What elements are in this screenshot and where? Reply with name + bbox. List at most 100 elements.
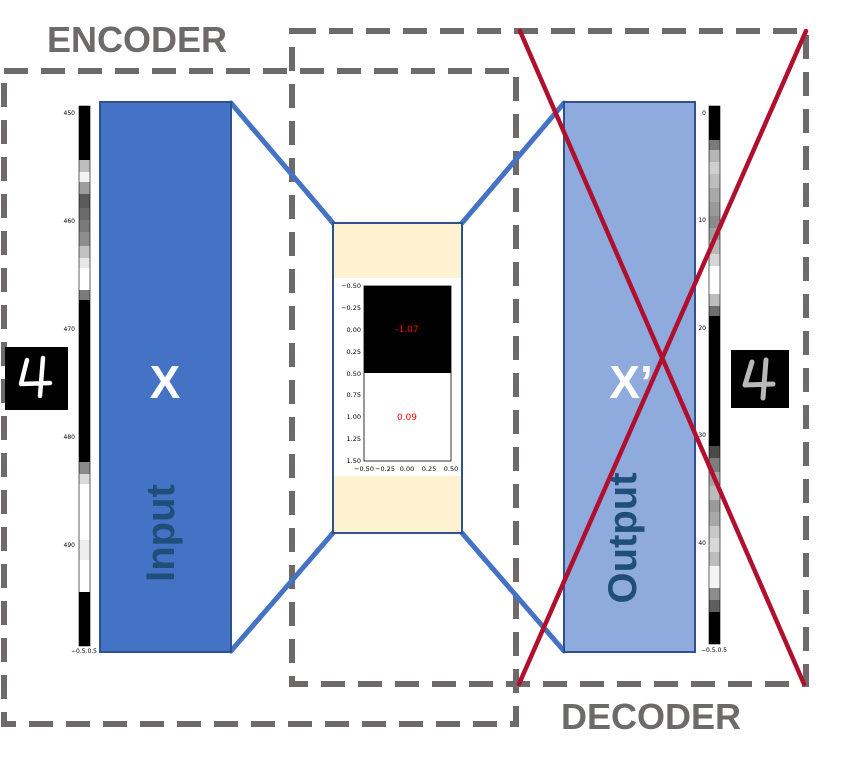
input-strip-tick-1: 460 [64, 218, 76, 225]
output-symbol: X’ [609, 356, 652, 408]
latent-cell-1 [364, 373, 451, 461]
input-strip-cell [79, 220, 90, 232]
output-strip-cell [709, 202, 720, 216]
output-digit-image [731, 350, 789, 408]
latent-value-0: -1.07 [395, 325, 418, 335]
input-strip-cell [79, 474, 90, 484]
encoder-label: ENCODER [47, 19, 227, 60]
output-strip-cell [709, 600, 720, 612]
connector-in-top [228, 100, 336, 226]
output-strip-base [709, 106, 720, 644]
input-strip-cell [79, 194, 90, 208]
input-strip-cell [79, 258, 90, 268]
connector-in-bottom [228, 530, 336, 654]
decoder-box [289, 28, 809, 687]
output-strip-cell [709, 526, 720, 538]
output-strip-cell [709, 500, 720, 512]
latent-ytick-5: 0.75 [347, 391, 361, 399]
output-strip-cell [709, 254, 720, 266]
latent-ytick-4: 0.50 [347, 370, 361, 378]
output-strip-cell [709, 150, 720, 162]
input-strip-base [79, 106, 90, 646]
connector-out-bottom [459, 530, 567, 654]
input-digit-stroke [18, 355, 53, 399]
output-strip-tick-4: 40 [698, 540, 706, 547]
output-strip-cell [709, 588, 720, 600]
input-strip-tick-2: 470 [64, 326, 76, 333]
output-strip-cell [709, 294, 720, 306]
output-strip-cell [709, 216, 720, 228]
output-strip-cell [709, 140, 720, 150]
output-strip-tick-3: 30 [698, 432, 706, 439]
latent-ytick-7: 1.25 [347, 435, 361, 443]
latent-value-1: 0.09 [397, 413, 417, 423]
latent-xtick-0: −0.50 [354, 465, 374, 473]
output-strip-tick-1: 10 [698, 217, 706, 224]
input-strip-cell [79, 172, 90, 182]
latent-ytick-1: −0.25 [341, 304, 361, 312]
output-strip-tick-0: 0 [702, 110, 706, 117]
latent-ytick-8: 1.50 [347, 457, 361, 465]
latent-xtick-1: −0.25 [375, 465, 395, 473]
output-strip-cell [709, 162, 720, 174]
latent-ytick-6: 1.00 [347, 413, 361, 421]
latent-xtick-4: 0.50 [444, 465, 458, 473]
latent-cell-0 [364, 286, 451, 373]
output-strip-cell [709, 512, 720, 526]
input-strip-tick-3: 480 [64, 434, 76, 441]
latent-xtick-3: 0.25 [422, 465, 436, 473]
input-digit-bg [5, 347, 68, 410]
input-strip-cell [79, 160, 90, 172]
output-strip-cell [709, 188, 720, 202]
output-strip-cell [709, 174, 720, 188]
output-text: Output [601, 472, 645, 603]
connector-out-top [459, 100, 567, 226]
latent-ytick-0: −0.50 [341, 282, 361, 290]
input-strip-cell [79, 208, 90, 220]
output-strip-bottom-tick: −0.5.0.5 [701, 647, 727, 654]
output-strip-frame [708, 105, 721, 645]
decoder-cross [516, 28, 809, 687]
output-block [563, 101, 696, 653]
output-strip-cell [709, 240, 720, 254]
output-strip-cell [709, 446, 720, 458]
input-strip-tick-4: 490 [64, 542, 76, 549]
input-strip-tick-0: 450 [64, 110, 76, 117]
output-strip-cell [709, 306, 720, 316]
input-strip-cell [79, 232, 90, 246]
input-strip-frame [78, 105, 91, 647]
connectors [228, 100, 567, 654]
output-strip-cell [709, 266, 720, 294]
latent-xtick-2: 0.00 [400, 465, 414, 473]
input-pixel-strip: 450 460 470 480 490 −0.5.0.5 [64, 105, 97, 655]
latent-plot: -1.07 0.09 −0.50 −0.25 0.00 0.25 0.50 0.… [341, 282, 458, 473]
input-strip-cell [79, 560, 90, 592]
output-strip-tick-2: 20 [698, 325, 706, 332]
output-strip-cell [709, 566, 720, 588]
input-strip-cell [79, 182, 90, 194]
output-strip-cell [709, 538, 720, 552]
output-strip-cell [709, 552, 720, 566]
cross-line-2 [516, 28, 809, 687]
output-strip-cell [709, 486, 720, 500]
input-digit-image [5, 347, 68, 410]
decoder-label: DECODER [561, 696, 741, 737]
output-digit-stroke [742, 357, 776, 401]
input-strip-cell [79, 484, 90, 540]
input-block [99, 101, 232, 653]
input-strip-cell [79, 246, 90, 258]
output-digit-bg [731, 350, 789, 408]
input-strip-bottom-tick: −0.5.0.5 [71, 648, 97, 655]
input-strip-cell [79, 540, 90, 560]
input-strip-cell [79, 268, 90, 290]
output-pixel-strip: 0 10 20 30 40 −0.5.0.5 [698, 105, 727, 654]
input-strip-cell [79, 462, 90, 474]
input-text: Input [139, 484, 183, 582]
latent-ytick-2: 0.00 [347, 326, 361, 334]
latent-ytick-3: 0.25 [347, 348, 361, 356]
encoder-box [1, 68, 519, 727]
latent-plot-frame [363, 285, 452, 462]
input-symbol: X [150, 356, 181, 408]
output-strip-cell [709, 458, 720, 472]
